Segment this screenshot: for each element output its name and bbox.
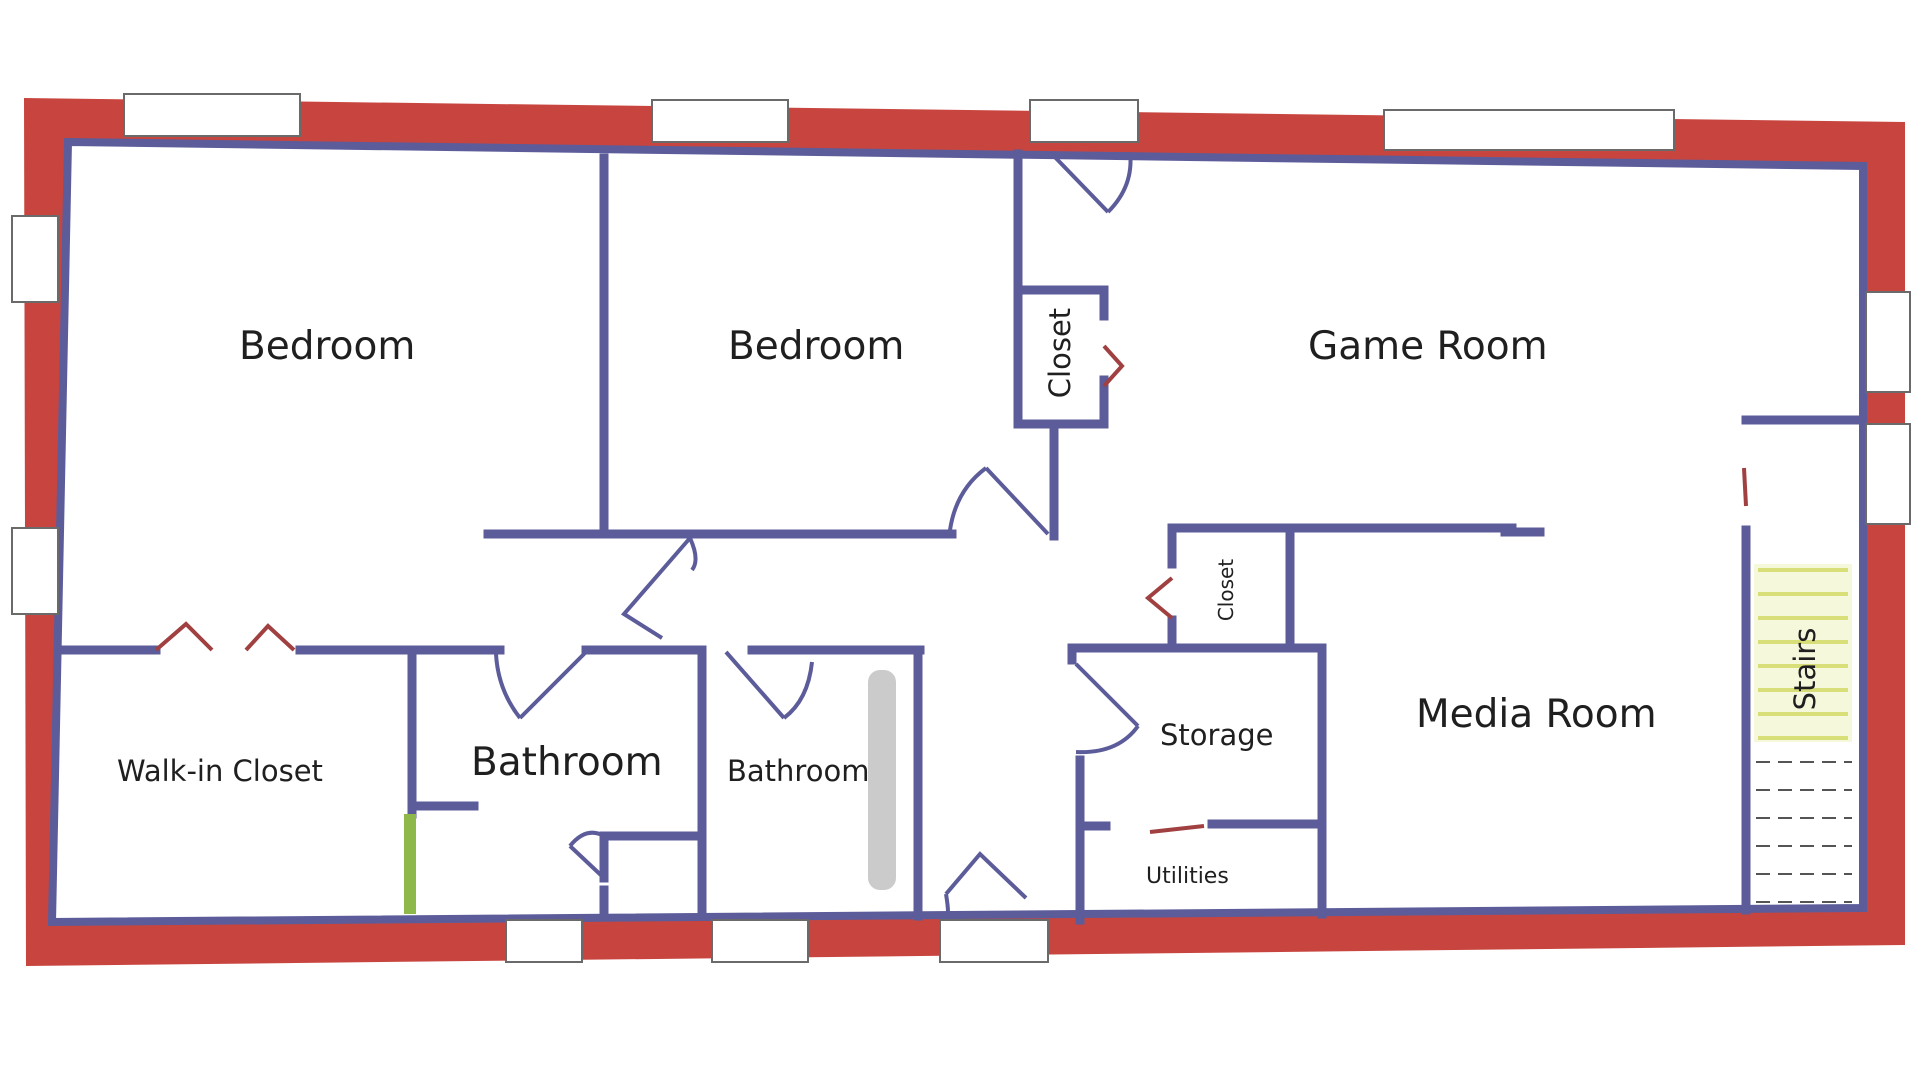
- inner-perimeter: [47, 137, 1867, 927]
- door-swings: [154, 150, 1748, 913]
- room-label-bathroom-main: Bathroom: [471, 740, 663, 785]
- green-wall-segment: [404, 814, 416, 914]
- room-label-storage: Storage: [1160, 718, 1274, 752]
- room-label-game-room: Game Room: [1308, 324, 1548, 369]
- interior-walls: [57, 149, 1865, 925]
- door-walk-in-2: [244, 623, 296, 652]
- window-top-2: [651, 99, 789, 143]
- window-bottom-1: [505, 919, 583, 963]
- exterior-wall: [24, 98, 1905, 966]
- door-game-room: [1048, 150, 1133, 214]
- window-top-4: [1383, 109, 1675, 151]
- window-left-2: [11, 527, 59, 615]
- room-label-closet-small: Closet: [1214, 558, 1238, 622]
- door-storage: [1074, 662, 1140, 755]
- window-left-1: [11, 215, 59, 303]
- windows: [11, 93, 1911, 963]
- room-label-bedroom-left: Bedroom: [239, 324, 416, 369]
- door-bath-main: [494, 650, 588, 720]
- room-label-stairs: Stairs: [1788, 627, 1822, 711]
- bathroom-smudge: [868, 670, 896, 890]
- window-top-1: [123, 93, 301, 137]
- window-right-2: [1865, 423, 1911, 525]
- stairs-treads: [1754, 564, 1852, 903]
- door-closet-top: [1102, 344, 1125, 388]
- door-utilities: [1149, 824, 1205, 834]
- room-label-utilities: Utilities: [1146, 864, 1229, 889]
- door-hall-2: [620, 536, 698, 640]
- door-stairs: [1742, 467, 1748, 507]
- window-top-3: [1029, 99, 1139, 143]
- room-label-bathroom-small: Bathroom: [727, 754, 870, 788]
- door-walk-in-1: [154, 621, 214, 652]
- door-bath-inner: [568, 830, 606, 880]
- door-bottom-hall: [944, 851, 1028, 913]
- window-bottom-3: [939, 919, 1049, 963]
- room-label-walk-in-closet: Walk-in Closet: [117, 754, 323, 788]
- room-label-closet-top: Closet: [1043, 307, 1077, 399]
- room-label-bedroom-center: Bedroom: [728, 324, 905, 369]
- door-hall-1: [948, 466, 1050, 536]
- window-right-1: [1865, 291, 1911, 393]
- door-closet-small: [1144, 576, 1174, 620]
- room-label-media-room: Media Room: [1416, 692, 1657, 737]
- door-bath-small: [724, 650, 814, 720]
- window-bottom-2: [711, 919, 809, 963]
